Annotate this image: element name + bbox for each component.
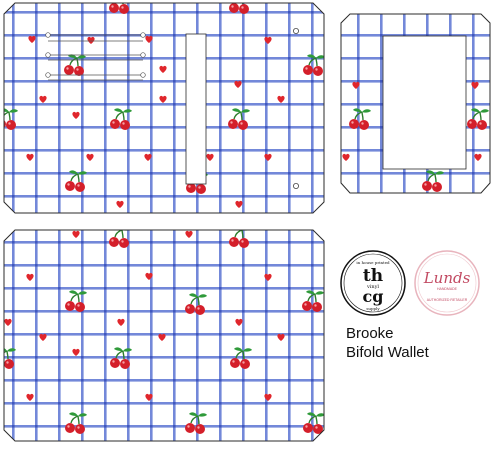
lunds-tagline: HANDMADE	[437, 287, 458, 291]
logo-ring-top-text: in house printed	[356, 260, 390, 265]
thevinylsupply-logo: in house printed th vinyl cg supply	[340, 250, 406, 316]
lunds-logo: Lunds HANDMADE AUTHORIZED RETAILER	[414, 250, 480, 316]
id-window-cutout	[382, 35, 467, 170]
lunds-script: Lunds	[423, 269, 471, 287]
product-name-line-1: Brooke	[346, 325, 394, 342]
snap-hole	[292, 182, 299, 189]
lunds-ring-bottom-text: AUTHORIZED RETAILER	[427, 298, 468, 302]
logo-mark-top: th	[363, 266, 383, 286]
snap-hole	[292, 27, 299, 34]
id-window-panel	[340, 13, 491, 194]
stitch-guides	[45, 32, 146, 81]
product-name-line-2: Bifold Wallet	[346, 344, 429, 361]
logo-ring-bottom-text: supply	[366, 306, 380, 311]
wallet-exterior-panel	[3, 2, 325, 214]
card-slot-cutout	[185, 33, 207, 185]
logo-mark-bottom: cg	[363, 287, 384, 306]
logo-mark-mid: vinyl	[366, 284, 379, 290]
wallet-lining-panel	[3, 229, 325, 442]
